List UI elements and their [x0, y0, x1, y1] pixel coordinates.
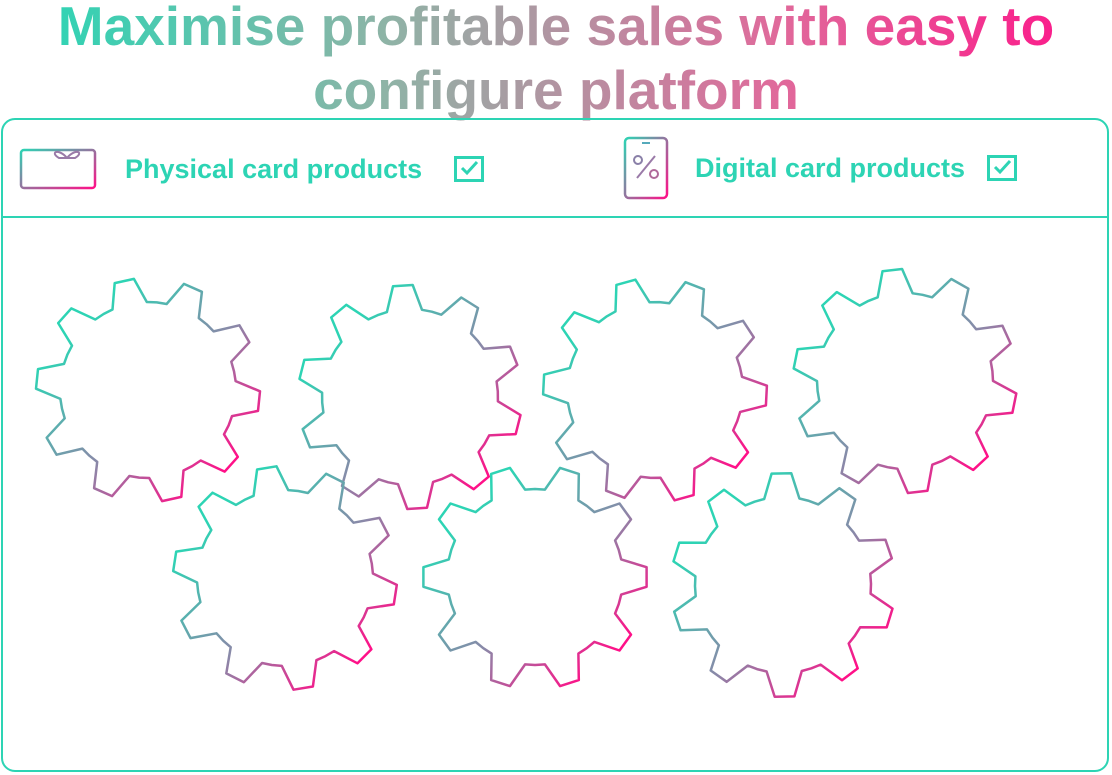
mobile-discount-icon [623, 136, 669, 200]
option-digital[interactable]: Digital card products [623, 136, 1018, 200]
gear-icon [34, 277, 262, 503]
product-panel: Physical card products Digital card prod… [1, 118, 1109, 772]
option-physical[interactable]: Physical card products [19, 148, 485, 190]
gear-icon [171, 465, 399, 691]
page-title: Maximise profitable sales with easy to c… [0, 0, 1112, 122]
gear-icon [298, 283, 522, 511]
checkbox-physical[interactable] [454, 156, 485, 182]
divider [3, 216, 1107, 218]
option-label: Physical card products [125, 153, 423, 184]
gear-icon [792, 267, 1018, 495]
gear-icon [422, 466, 648, 688]
gear-icon [672, 472, 894, 698]
gift-card-icon [19, 148, 97, 190]
check-icon [461, 160, 479, 176]
gear-icon [541, 278, 769, 502]
option-label: Digital card products [695, 152, 966, 183]
check-icon [993, 159, 1012, 175]
checkbox-digital[interactable] [987, 155, 1018, 181]
